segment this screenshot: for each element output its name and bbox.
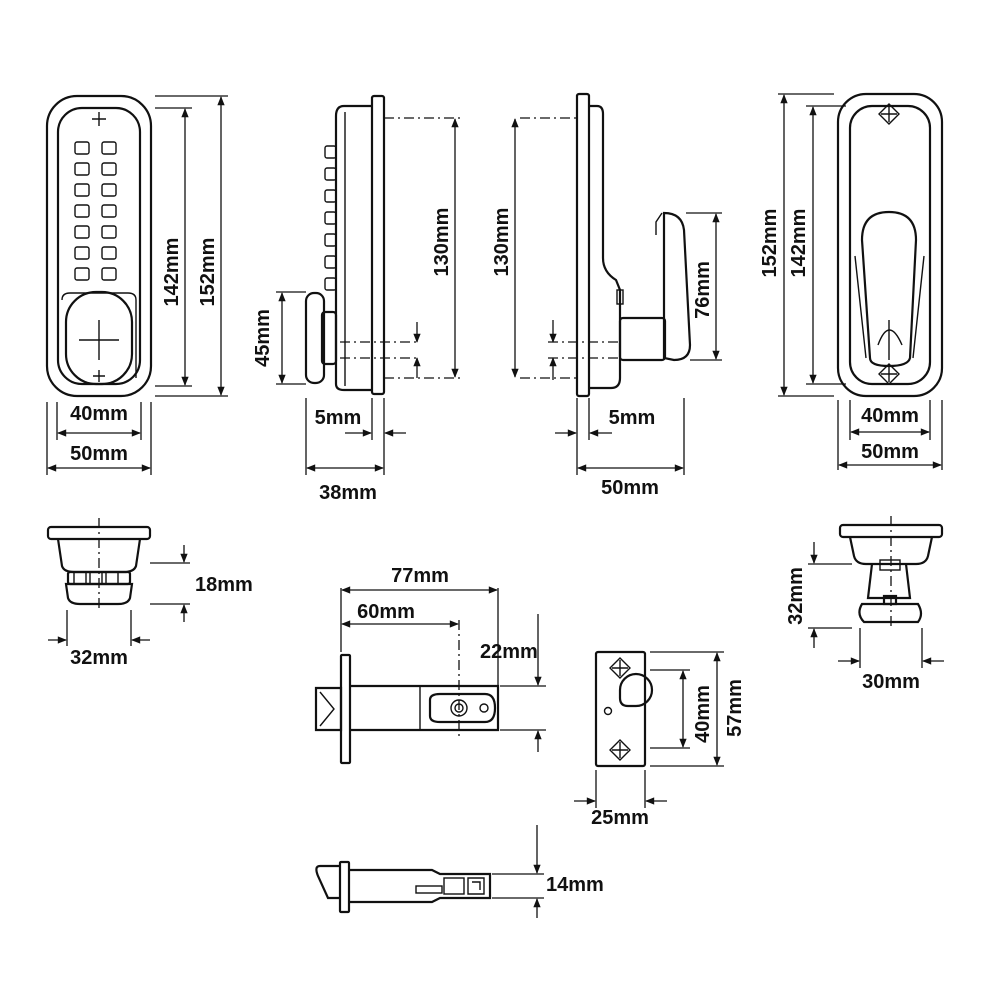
side-buttons [324, 145, 337, 291]
handle-depth-label: 50mm [601, 477, 659, 499]
back-plate-view: 152mm 142mm 40mm 50mm [759, 92, 944, 470]
side-keypad-view: 45mm 130mm 5mm 38mm [252, 94, 460, 504]
screw-top-icon [878, 103, 900, 125]
latch-long-length-label: 77mm [391, 565, 449, 587]
front-inner-width-label: 40mm [70, 403, 128, 425]
front-outer-height-label: 152mm [197, 238, 219, 307]
front-inner-height-label: 142mm [161, 238, 183, 307]
handle-offset-label: 5mm [609, 407, 656, 429]
handle-lever-height-label: 76mm [692, 261, 714, 319]
lever-width-label: 30mm [862, 671, 920, 693]
lever-height-label: 32mm [785, 567, 807, 625]
latch-thickness-label: 14mm [546, 874, 604, 896]
side-height-label: 130mm [431, 208, 453, 277]
back-outer-width-label: 50mm [861, 441, 919, 463]
strike-screw-top-icon [609, 657, 631, 679]
back-inner-width-label: 40mm [861, 405, 919, 427]
back-outer-height-label: 152mm [759, 209, 781, 278]
back-inner-height-label: 142mm [788, 209, 810, 278]
strike-plate-view: 40mm 57mm 25mm [574, 650, 746, 829]
strike-width-label: 25mm [591, 807, 649, 829]
side-offset-label: 5mm [315, 407, 362, 429]
side-handle-view: 130mm 76mm 5mm 50mm [491, 92, 722, 499]
latch-short-length-label: 60mm [357, 601, 415, 623]
latch-height-label: 22mm [480, 641, 538, 663]
latch-front-view: 77mm 60mm 22mm [314, 565, 546, 765]
handle-height-label: 130mm [491, 208, 513, 277]
strike-inner-height-label: 40mm [692, 685, 714, 743]
knob-height-label: 18mm [195, 574, 253, 596]
side-knob-height-label: 45mm [252, 309, 274, 367]
knob-top-view: 18mm 32mm [46, 518, 253, 669]
front-keypad-view: 40mm 50mm 142mm 152mm [45, 94, 228, 475]
side-depth-label: 38mm [319, 482, 377, 504]
keypad-buttons [74, 141, 117, 281]
screw-bottom-icon [878, 363, 900, 385]
front-outer-width-label: 50mm [70, 443, 128, 465]
knob-width-label: 32mm [70, 647, 128, 669]
latch-side-view: 14mm [315, 825, 604, 918]
lever-top-view: 32mm 30mm [785, 516, 944, 693]
strike-screw-bottom-icon [609, 739, 631, 761]
strike-outer-height-label: 57mm [724, 679, 746, 737]
